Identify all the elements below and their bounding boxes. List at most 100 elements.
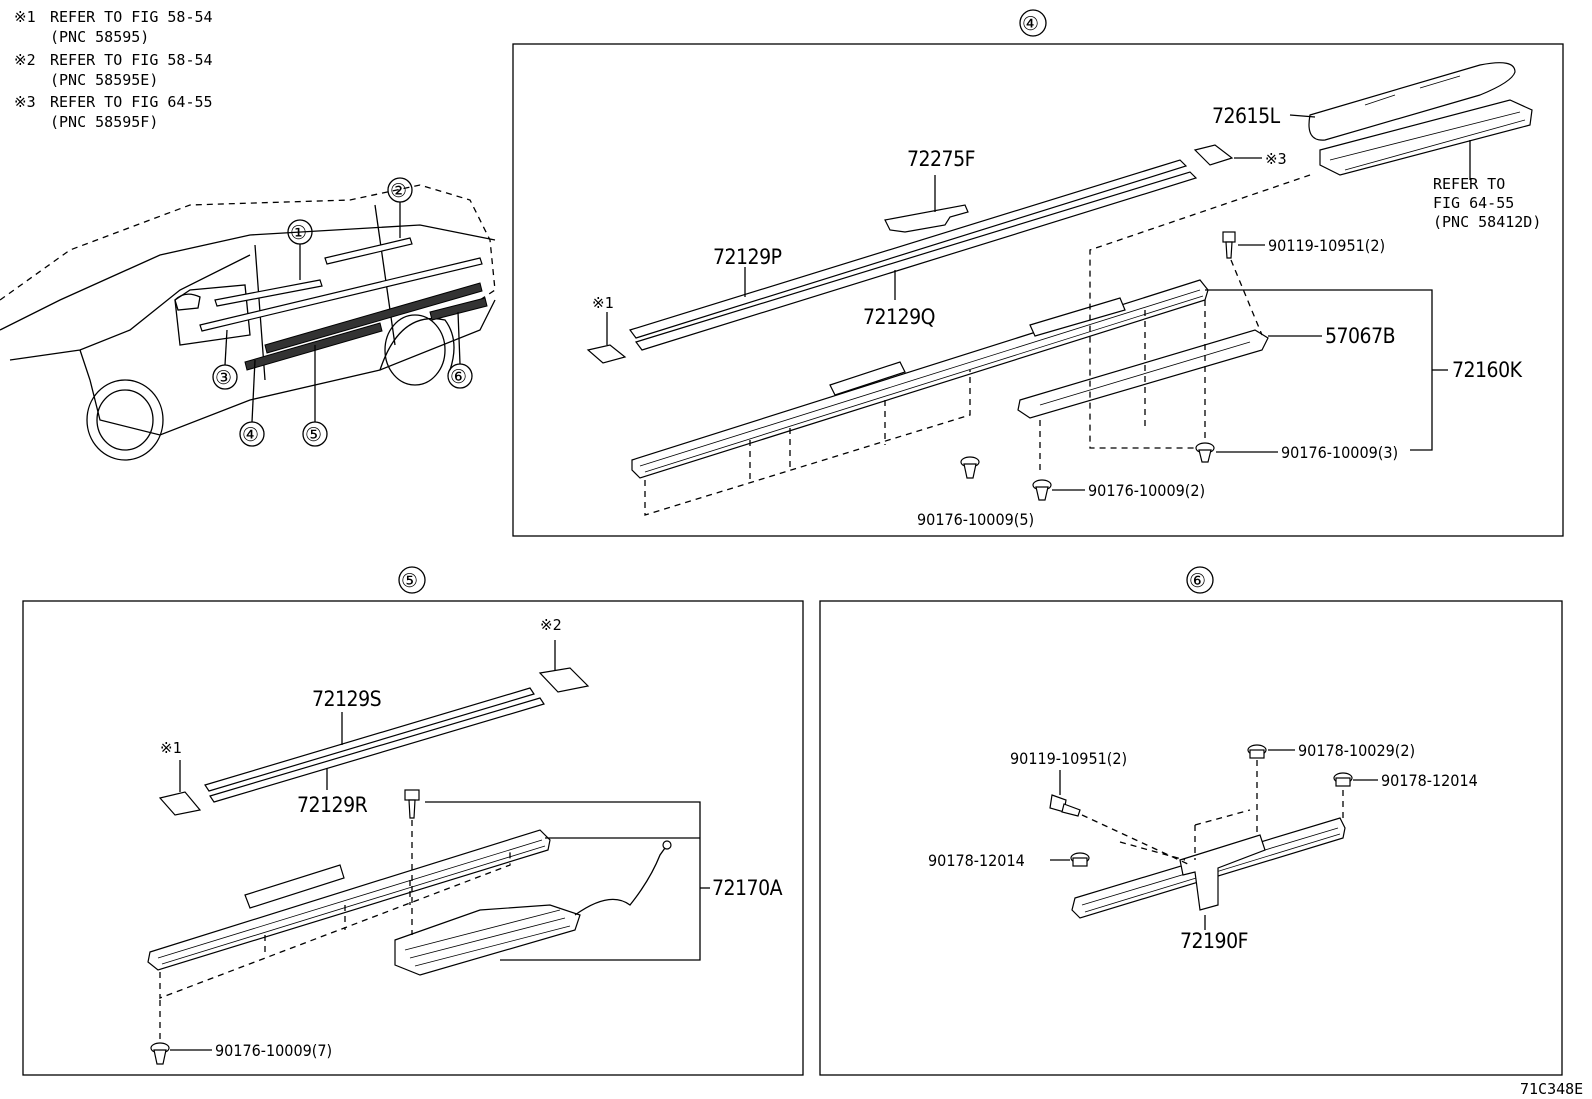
rail-4 (264, 282, 483, 354)
rear-wheel-arch (379, 318, 455, 371)
note-1-text: REFER TO FIG 58-54 (50, 8, 213, 26)
garnish-emblem (1364, 75, 1461, 106)
note-2-text: REFER TO FIG 58-54 (50, 51, 213, 69)
label-clip7: 90176-10009(7) (215, 1041, 332, 1060)
label-nut2: 90178-10029(2) (1298, 741, 1415, 760)
section-5-marker-ring (398, 566, 426, 594)
clip-90176-5 (960, 456, 980, 479)
section-5-marker: ⑤ (401, 570, 418, 592)
assembly-dash-3 (644, 370, 971, 516)
overview-callout-2: ② (390, 180, 407, 202)
motor-unit-ribs (404, 909, 571, 967)
label-72190F: 72190F (1180, 929, 1248, 953)
label-bolt-s4: 90119-10951(2) (1268, 236, 1385, 255)
section-4: ④ 72615L REFER TO FIG 64-55 (PNC 58412D)… (512, 9, 1564, 537)
label-clipB: 90178-12014 (928, 851, 1025, 870)
bracket-72170A (425, 801, 701, 961)
molding-72129R (209, 697, 545, 803)
clip-90176-3 (1195, 442, 1215, 463)
nut-90178-10029 (1247, 744, 1267, 759)
bolt-path-s4 (1230, 259, 1263, 336)
section-6: ⑥ 72190F 90119-10951(2) 90178-10029(2) (819, 566, 1563, 1076)
label-72129Q: 72129Q (863, 305, 935, 329)
roof-outline (0, 184, 496, 301)
clip-72275F (884, 204, 969, 233)
refer-line1: REFER TO (1433, 175, 1505, 193)
leader-6 (457, 311, 461, 365)
assembly-dash-s6-1 (1081, 814, 1191, 866)
clip-90178-12014-left (1070, 852, 1090, 867)
hood-line (9, 254, 251, 361)
section-5: ⑤ ※2 72129S 72129R ※1 (22, 566, 804, 1076)
label-57067B: 57067B (1325, 324, 1395, 348)
label-72129P: 72129P (713, 245, 782, 269)
molding-72129Q (635, 171, 1198, 351)
label-ref3: ※3 (1265, 150, 1287, 168)
note-3-text: REFER TO FIG 64-55 (50, 93, 213, 111)
assembly-dash-s5-2 (159, 850, 511, 999)
assembly-dash-1 (1089, 174, 1311, 449)
note-1-pnc: (PNC 58595) (50, 28, 149, 46)
lower-body (79, 299, 496, 436)
label-clip5: 90176-10009(5) (917, 510, 1034, 529)
assembly-dash-2 (1144, 300, 1206, 445)
overview-callout-4: ④ (242, 424, 259, 446)
section-4-frame (512, 43, 1564, 537)
beltline (0, 224, 496, 331)
section-6-marker: ⑥ (1189, 570, 1206, 592)
molding-72129P (629, 159, 1188, 339)
section-4-marker: ④ (1022, 13, 1039, 35)
assembly-dash-s6-2 (1194, 760, 1258, 835)
rail-1 (214, 279, 323, 307)
refer-line3: (PNC 58412D) (1433, 213, 1541, 231)
rail-5 (244, 322, 383, 371)
label-ref2: ※2 (540, 616, 562, 634)
figure-id: 71C348E (1520, 1080, 1583, 1098)
bolt-s5 (404, 789, 420, 819)
label-clip3: 90176-10009(3) (1281, 443, 1398, 462)
front-door-window (174, 284, 251, 346)
rail-72170A-ribs (157, 839, 546, 965)
leader-4 (251, 359, 256, 423)
refer-line2: FIG 64-55 (1433, 194, 1514, 212)
label-72615L: 72615L (1212, 104, 1281, 128)
rail-6 (429, 297, 488, 321)
rail-ribs (639, 289, 1204, 473)
note-2-pnc: (PNC 58595E) (50, 71, 158, 89)
label-72129S: 72129S (312, 687, 381, 711)
rail-72170A (147, 829, 551, 971)
mirror (174, 293, 201, 311)
section-6-marker-ring (1186, 566, 1214, 594)
pad-ref1-s5 (158, 791, 202, 816)
section-4-marker-ring (1019, 9, 1047, 37)
label-clip2: 90176-10009(2) (1088, 481, 1205, 500)
rail-bracket-ribs (1329, 111, 1526, 171)
motor-unit (394, 904, 581, 976)
vehicle-overview: ① ② ③ ④ ⑤ ⑥ (0, 177, 496, 461)
rail-bracket-upper (1319, 99, 1533, 176)
leader-72615L (1289, 114, 1316, 118)
rail-3 (199, 257, 483, 332)
bolt-90119-s4 (1222, 231, 1236, 259)
link-rib (1039, 341, 1251, 406)
label-72129R: 72129R (297, 793, 368, 817)
notes-block: ※1 REFER TO FIG 58-54 (PNC 58595) ※2 REF… (14, 8, 213, 131)
assembly-dash-4 (749, 400, 886, 480)
label-72170A: 72170A (712, 876, 783, 900)
note-2-mark: ※2 (14, 51, 36, 69)
section-6-frame (819, 600, 1563, 1076)
harness-connector (662, 840, 672, 850)
bracket-72160K (1205, 289, 1433, 451)
overview-callout-1: ① (290, 222, 307, 244)
pad-ref2 (538, 667, 590, 693)
overview-callout-3: ③ (215, 367, 232, 389)
motor-harness (574, 847, 666, 916)
clip-90178-12014-right (1333, 772, 1353, 787)
molding-72129S (204, 687, 535, 792)
rail-72190F-bracket (1179, 834, 1266, 911)
overview-callout-6: ⑥ (450, 366, 467, 388)
rail-2 (324, 237, 413, 265)
garnish-72615L (1308, 62, 1516, 141)
note-3-mark: ※3 (14, 93, 36, 111)
